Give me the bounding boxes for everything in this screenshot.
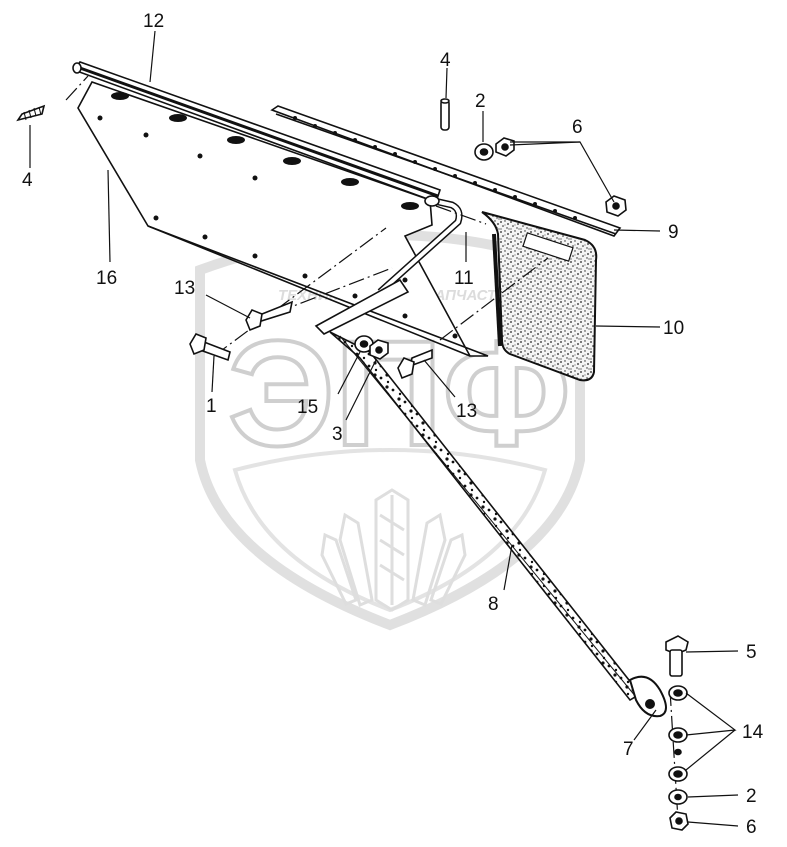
callout-4-top: 4 [440, 50, 451, 71]
nut-top [495, 137, 515, 157]
leader-8 [503, 544, 513, 591]
bolt-lower [397, 348, 433, 380]
hinge-bar [72, 61, 442, 210]
leader-6-top [510, 141, 615, 203]
leader-6-bottom [687, 821, 739, 827]
leader-13-upper [205, 294, 251, 319]
nut-mid [369, 339, 389, 360]
bolt-left [189, 333, 231, 362]
leader-2-bottom [687, 794, 739, 798]
washer-stack-1 [668, 685, 688, 701]
callout-6-bottom: 6 [746, 817, 757, 838]
washer-bottom [668, 789, 688, 805]
callout-13-upper: 13 [174, 278, 195, 299]
callout-2-bottom: 2 [746, 786, 757, 807]
callout-4-left: 4 [22, 170, 33, 191]
bent-rod [377, 195, 463, 295]
mounting-strip [270, 105, 622, 237]
leader-5 [685, 650, 739, 653]
leader-4-top [445, 67, 448, 99]
callouts: 12 4 4 2 6 9 16 11 13 10 1 15 3 13 8 5 1… [22, 11, 764, 838]
callout-8: 8 [488, 594, 499, 615]
leader-10 [595, 325, 661, 328]
leader-15 [337, 351, 361, 395]
shackle [628, 675, 667, 718]
leader-12 [149, 30, 156, 83]
nut-right [605, 195, 627, 217]
pin-left [16, 104, 46, 122]
plate-holes [97, 115, 458, 339]
bolt-vertical [665, 635, 689, 677]
rod-bracket [314, 278, 410, 335]
nut-bottom [669, 811, 689, 831]
callout-14: 14 [742, 722, 764, 743]
strip-holes [293, 116, 577, 220]
leader-9 [613, 229, 661, 232]
leader-16 [107, 169, 111, 263]
washer-stack-3 [668, 748, 688, 782]
callout-10: 10 [663, 318, 684, 339]
leader-14 [685, 692, 737, 736]
callout-13-lower: 13 [456, 401, 477, 422]
callout-5: 5 [746, 642, 757, 663]
leader-1 [211, 355, 215, 393]
leader-3 [345, 359, 377, 421]
leader-13-lower [423, 359, 456, 398]
leader-7 [633, 709, 657, 741]
leader-lines [29, 30, 739, 827]
watermark-right-text: ЗАПЧАСТИ [425, 287, 508, 304]
washer-stack-2 [668, 727, 688, 743]
mud-flap [481, 211, 598, 382]
bolt-upper [245, 300, 294, 332]
washer-top [474, 143, 494, 161]
callout-11: 11 [454, 268, 474, 289]
washer-mid [354, 335, 374, 353]
pin-top [440, 98, 450, 131]
callout-6-top: 6 [572, 117, 583, 138]
callout-2-top: 2 [475, 91, 486, 112]
watermark-wheat-icon [320, 488, 467, 612]
callout-15: 15 [297, 397, 318, 418]
callout-7: 7 [623, 739, 634, 760]
callout-3: 3 [332, 424, 343, 445]
callout-16: 16 [96, 268, 117, 289]
callout-12: 12 [143, 11, 164, 32]
callout-9: 9 [668, 222, 679, 243]
callout-1: 1 [206, 396, 217, 417]
